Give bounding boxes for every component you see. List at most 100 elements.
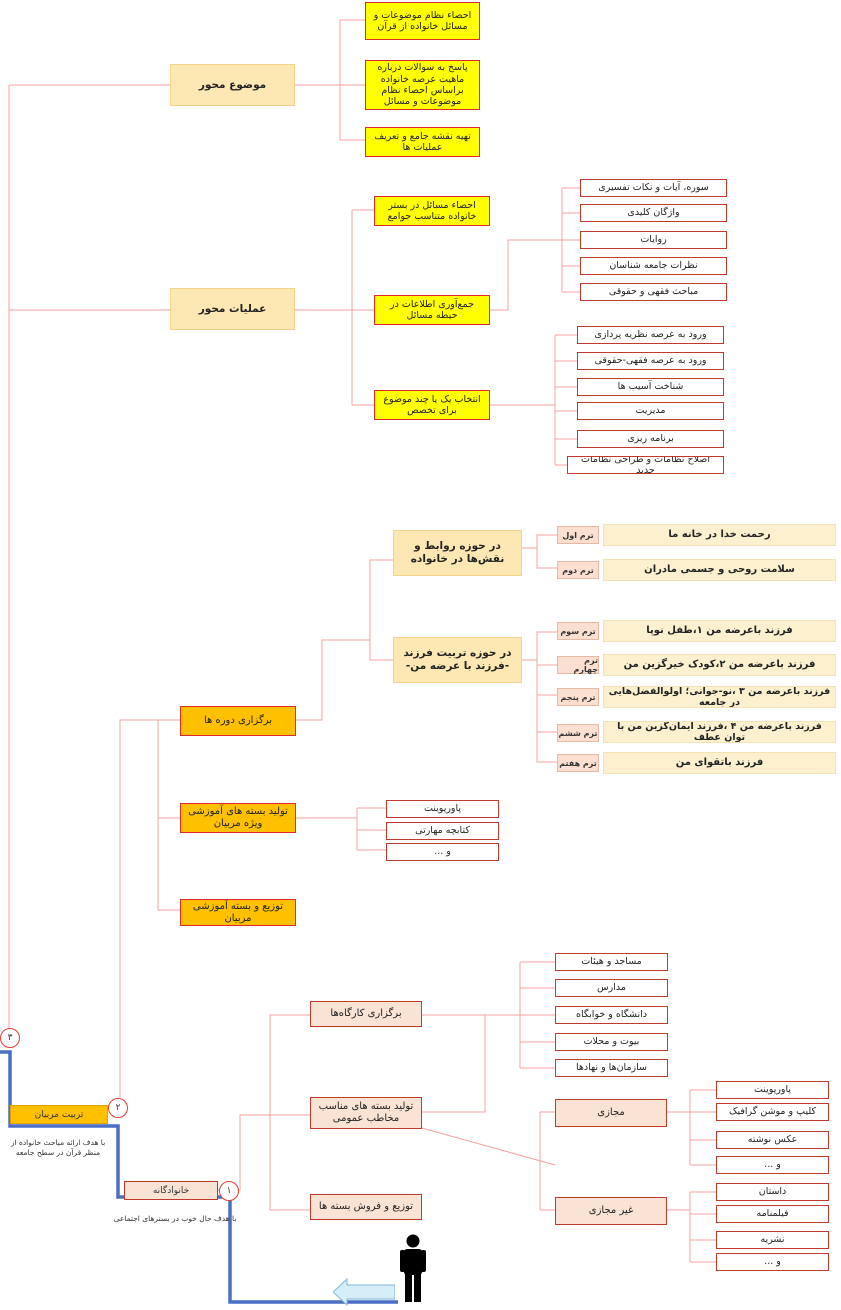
nonvirtual-item-4[interactable]: و ...	[716, 1253, 829, 1271]
course-title-text: رحمت خدا در خانه ما	[668, 529, 771, 540]
venue-item-3[interactable]: دانشگاه و خوابگاه	[555, 1006, 668, 1024]
course-title-6[interactable]: فرزند باعرضه من ۴ ،فرزند ایمان‌گزین من ب…	[603, 721, 836, 743]
specialty-item-2[interactable]: ورود به عرصه فقهی-حقوقی	[577, 352, 724, 370]
stage-2-number: ۲	[108, 1098, 128, 1118]
branch-public-label: تولید بسته های مناسب مخاطب عمومی	[318, 1101, 414, 1124]
virtual-item-text: عکس نوشته	[747, 1134, 798, 1146]
nonvirtual-item-text: فیلمنامه	[756, 1208, 789, 1220]
branch-operational-label: عملیات محور	[198, 302, 267, 315]
course-title-3[interactable]: فرزند باعرضه من ۱،طفل نوپا	[603, 620, 836, 642]
stage-trainers[interactable]: تربیت مربیان	[10, 1105, 108, 1124]
venue-item-4[interactable]: بیوت و محلات	[555, 1033, 668, 1051]
stage-trainers-note: با هدف ارائه مباحث خانواده از منظر قرآن …	[10, 1138, 106, 1157]
data-item-3[interactable]: روایات	[580, 231, 727, 249]
package-item-text: کتابچه مهارتی	[415, 825, 470, 837]
specialty-item-text: ورود به عرصه فقهی-حقوقی	[594, 355, 707, 367]
operational-sub-1[interactable]: احصاء مسائل در بستر خانواده متناسب جوامع	[374, 196, 490, 226]
branch-workshops[interactable]: برگزاری کارگاه‌ها	[310, 1001, 422, 1027]
data-item-2[interactable]: واژگان کلیدی	[580, 204, 727, 222]
topic-item-3[interactable]: تهیه نقشه جامع و تعریف عملیات ها	[365, 127, 480, 157]
branch-packages[interactable]: تولید بسته های آموزشی ویژه مربیان	[180, 803, 296, 833]
virtual-item-2[interactable]: کلیپ و موشن گرافیک	[716, 1103, 829, 1121]
stage-family-note: با هدف حال خوب در بسترهای اجتماعی	[113, 1214, 237, 1223]
course-group-label: در حوزه روابط و نقش‌ها در خانواده	[410, 540, 505, 565]
branch-sales[interactable]: توزیع و فروش بسته ها	[310, 1194, 422, 1220]
data-item-text: واژگان کلیدی	[627, 207, 680, 219]
operational-sub-text: جمع‌آوری اطلاعات در حیطه مسائل	[390, 298, 474, 321]
public-virtual[interactable]: مجازی	[555, 1099, 667, 1127]
branch-distribution-label: توزیع و بسته آموزشی مربیان	[192, 900, 284, 924]
stage-family[interactable]: خانوادگانه	[124, 1181, 218, 1200]
public-nonvirtual[interactable]: غیر مجازی	[555, 1197, 667, 1225]
virtual-item-text: پاورپوینت	[753, 1084, 792, 1096]
topic-item-2[interactable]: پاسخ به سوالات درباره ماهیت عرصه خانواده…	[365, 60, 480, 110]
course-title-text: فرزند باتقوای من	[675, 757, 764, 768]
venue-item-text: سازمان‌ها و نهادها	[576, 1062, 647, 1074]
venue-item-text: مدارس	[597, 982, 626, 994]
course-title-7[interactable]: فرزند باتقوای من	[603, 752, 836, 774]
term-tag-1: ترم اول	[557, 526, 599, 544]
branch-public[interactable]: تولید بسته های مناسب مخاطب عمومی	[310, 1097, 422, 1129]
specialty-item-text: اصلاح نظامات و طراحی نظامات جدید	[581, 456, 710, 474]
topic-item-1[interactable]: احصاء نظام موضوعات و مسائل خانواده از قر…	[365, 2, 480, 40]
specialty-item-4[interactable]: مدیریت	[577, 402, 724, 420]
package-item-2[interactable]: کتابچه مهارتی	[386, 822, 499, 840]
data-item-5[interactable]: مباحث فقهی و حقوقی	[580, 283, 727, 301]
specialty-item-3[interactable]: شناخت آسیب ها	[577, 378, 724, 396]
person-icon	[398, 1234, 428, 1302]
course-title-text: فرزند باعرضه من ۳ ،نو-جوانی؛ اولوالفضل‌ه…	[608, 686, 831, 708]
specialty-item-text: برنامه ریزی	[627, 433, 674, 445]
venue-item-5[interactable]: سازمان‌ها و نهادها	[555, 1059, 668, 1077]
virtual-item-4[interactable]: و ...	[716, 1156, 829, 1174]
branch-distribution[interactable]: توزیع و بسته آموزشی مربیان	[180, 899, 296, 926]
virtual-item-3[interactable]: عکس نوشته	[716, 1131, 829, 1149]
venue-item-text: دانشگاه و خوابگاه	[576, 1009, 647, 1021]
venue-item-text: بیوت و محلات	[583, 1036, 640, 1048]
course-group-parenting[interactable]: در حوزه تربیت فرزند -فرزند با عرضه من-	[393, 637, 522, 683]
operational-sub-3[interactable]: انتخاب یک یا چند موضوع برای تخصص	[374, 390, 490, 420]
data-item-text: سوره، آیات و نکات تفسیری	[598, 182, 709, 194]
package-item-1[interactable]: پاورپوینت	[386, 800, 499, 818]
package-item-text: پاورپوینت	[423, 803, 462, 815]
package-item-3[interactable]: و ...	[386, 843, 499, 861]
specialty-item-1[interactable]: ورود به عرصه نظریه پردازی	[577, 326, 724, 344]
course-title-4[interactable]: فرزند باعرضه من ۲،کودک خیرگزین من	[603, 654, 836, 676]
branch-workshops-label: برگزاری کارگاه‌ها	[330, 1008, 402, 1019]
course-group-relations[interactable]: در حوزه روابط و نقش‌ها در خانواده	[393, 530, 522, 576]
virtual-item-text: و ...	[764, 1159, 781, 1171]
nonvirtual-item-2[interactable]: فیلمنامه	[716, 1205, 829, 1223]
venue-item-1[interactable]: مساجد و هیئات	[555, 953, 668, 971]
branch-courses-label: برگزاری دوره ها	[203, 715, 273, 726]
nonvirtual-item-text: و ...	[764, 1256, 781, 1268]
operational-sub-text: احصاء مسائل در بستر خانواده متناسب جوامع	[387, 199, 477, 222]
term-tag-7: ترم هفتم	[557, 754, 599, 772]
branch-courses[interactable]: برگزاری دوره ها	[180, 706, 296, 736]
operational-sub-2[interactable]: جمع‌آوری اطلاعات در حیطه مسائل	[374, 295, 490, 325]
term-tag-2: ترم دوم	[557, 561, 599, 579]
package-item-text: و ...	[434, 846, 451, 858]
branch-topic[interactable]: موضوع محور	[170, 64, 295, 106]
topic-item-text: احصاء نظام موضوعات و مسائل خانواده از قر…	[373, 9, 472, 32]
nonvirtual-item-3[interactable]: نشریه	[716, 1231, 829, 1249]
data-item-1[interactable]: سوره، آیات و نکات تفسیری	[580, 179, 727, 197]
virtual-item-1[interactable]: پاورپوینت	[716, 1081, 829, 1099]
data-item-text: نظرات جامعه شناسان	[609, 260, 698, 272]
branch-packages-label: تولید بسته های آموزشی ویژه مربیان	[188, 806, 288, 829]
term-tag-6: ترم ششم	[557, 724, 599, 742]
course-title-5[interactable]: فرزند باعرضه من ۳ ،نو-جوانی؛ اولوالفضل‌ه…	[603, 686, 836, 708]
course-title-1[interactable]: رحمت خدا در خانه ما	[603, 524, 836, 546]
branch-operational[interactable]: عملیات محور	[170, 288, 295, 330]
data-item-4[interactable]: نظرات جامعه شناسان	[580, 257, 727, 275]
course-title-text: فرزند باعرضه من ۱،طفل نوپا	[646, 625, 793, 636]
course-title-2[interactable]: سلامت روحی و جسمی مادران	[603, 559, 836, 581]
topic-item-text: تهیه نقشه جامع و تعریف عملیات ها	[374, 130, 471, 153]
specialty-item-5[interactable]: برنامه ریزی	[577, 430, 724, 448]
specialty-item-6[interactable]: اصلاح نظامات و طراحی نظامات جدید	[567, 456, 724, 474]
nonvirtual-item-1[interactable]: داستان	[716, 1183, 829, 1201]
operational-sub-text: انتخاب یک یا چند موضوع برای تخصص	[383, 393, 481, 416]
venue-item-2[interactable]: مدارس	[555, 979, 668, 997]
specialty-item-text: شناخت آسیب ها	[617, 381, 684, 393]
course-title-text: فرزند باعرضه من ۲،کودک خیرگزین من	[623, 659, 816, 670]
